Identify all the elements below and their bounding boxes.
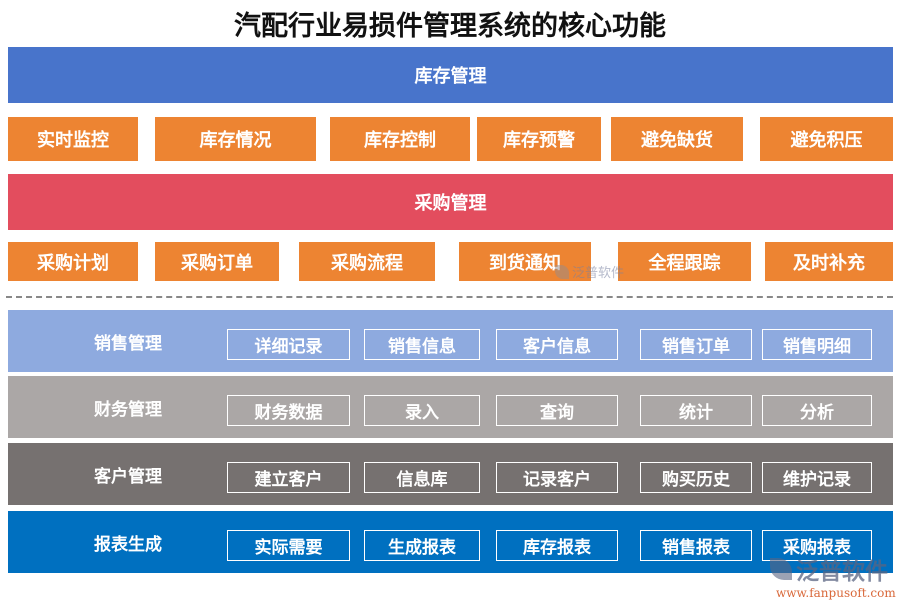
procurement-item: 全程跟踪 [618,242,751,281]
watermark-logo-icon [555,264,569,279]
finance-item: 统计 [640,395,752,426]
band-label: 财务管理 [94,399,162,420]
brand-url: www.fanpusoft.com [776,586,896,600]
report-item: 生成报表 [364,530,480,561]
brand-logo: 泛普软件 www.fanpusoft.com [770,552,896,600]
report-item: 采购报表 [762,530,872,561]
band-label: 客户管理 [94,466,162,487]
inventory-item: 库存预警 [477,117,601,161]
page-title: 汽配行业易损件管理系统的核心功能 [234,11,666,42]
sales-item: 销售明细 [762,329,872,360]
finance-item: 录入 [364,395,480,426]
inventory-item: 避免缺货 [611,117,743,161]
procurement-item: 及时补充 [765,242,893,281]
watermark-text: 泛普软件 [572,266,625,281]
customer-item: 建立客户 [227,462,350,493]
finance-item: 分析 [762,395,872,426]
inventory-item: 库存情况 [155,117,316,161]
band-label: 报表生成 [94,534,162,555]
report-item: 销售报表 [640,530,752,561]
customer-item: 维护记录 [762,462,872,493]
procurement-item: 到货通知 [459,242,591,281]
report-item: 实际需要 [227,530,350,561]
sales-item: 详细记录 [227,329,350,360]
customer-item: 信息库 [364,462,480,493]
inventory-item: 实时监控 [8,117,138,161]
sales-item: 销售订单 [640,329,752,360]
sales-item: 客户信息 [496,329,618,360]
sales-management-band: 销售管理 详细记录 销售信息 客户信息 销售订单 销售明细 [8,310,893,372]
procurement-management-header: 采购管理 [8,174,893,230]
report-generation-band: 报表生成 实际需要 生成报表 库存报表 销售报表 采购报表 [8,511,893,573]
inventory-item: 避免积压 [760,117,893,161]
inventory-management-header: 库存管理 [8,47,893,103]
procurement-item: 采购计划 [8,242,138,281]
brand-name: 泛普软件 [796,559,888,585]
procurement-item: 采购订单 [155,242,279,281]
customer-item: 购买历史 [640,462,752,493]
section-divider [6,296,893,298]
inventory-item: 库存控制 [330,117,470,161]
procurement-item: 采购流程 [299,242,435,281]
report-item: 库存报表 [496,530,618,561]
band-label: 销售管理 [94,333,162,354]
watermark: 泛普软件 [555,262,624,281]
sales-item: 销售信息 [364,329,480,360]
customer-management-band: 客户管理 建立客户 信息库 记录客户 购买历史 维护记录 [8,443,893,505]
finance-management-band: 财务管理 财务数据 录入 查询 统计 分析 [8,376,893,438]
brand-leaf-icon [770,558,792,580]
finance-item: 查询 [496,395,618,426]
customer-item: 记录客户 [496,462,618,493]
finance-item: 财务数据 [227,395,350,426]
